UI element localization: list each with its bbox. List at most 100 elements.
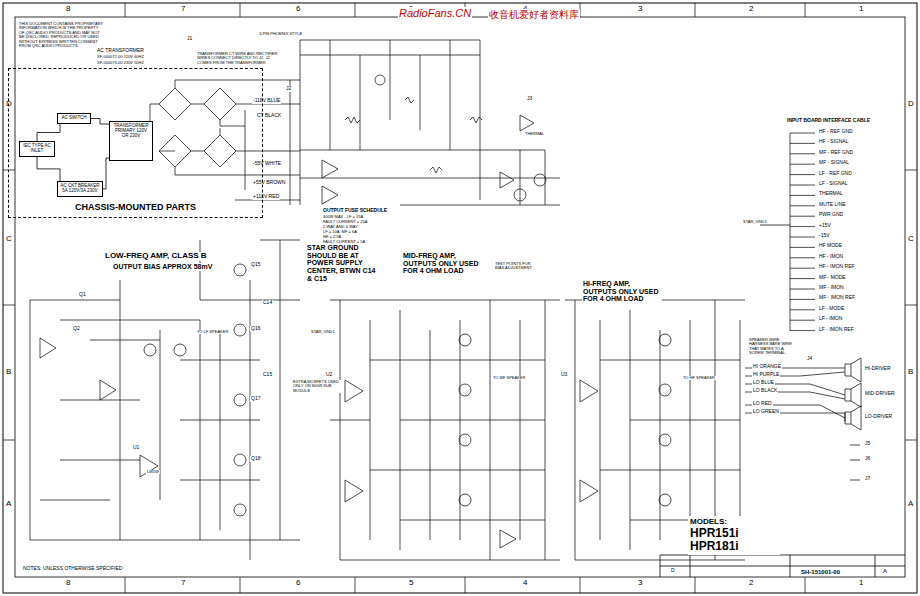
grid-reference: 6 (295, 5, 301, 14)
note-text: STAR GROUND SHOULD BE AT POWER SUPPLY CE… (306, 244, 380, 282)
chassis-region: CHASSIS-MOUNTED PARTS IEC TYPE AC INLET AC… (8, 68, 263, 218)
cable-pin-name: -15V (818, 233, 831, 239)
model-names: MODELS: (690, 518, 778, 527)
note-text: C14 (262, 300, 273, 306)
cable-pin-name: LF - MODE (818, 306, 845, 312)
note-text: OUTPUT FUSE SCHEDULE (322, 208, 388, 214)
wire-connector (91, 119, 109, 125)
wire-color: LO GREEN (752, 409, 780, 415)
cable-pin-name: HF MODE (818, 243, 843, 249)
part-reference: Q18 (250, 456, 261, 462)
wire-color: LO RED (752, 401, 773, 407)
grid-reference: 2 (748, 579, 754, 588)
note-text: A (882, 568, 888, 575)
note-text: LO-DRIVER (864, 414, 893, 420)
note-text: TEST POINTS FOR BIAS ADJUSTMENT (494, 262, 536, 271)
grid-reference: 1 (858, 579, 864, 588)
note-text: TO LF SPEAKER (196, 330, 229, 334)
title-block: MODELS:HPR151i HPR181i (688, 516, 780, 555)
note-text: OUTPUT BIAS APPROX 58mV (112, 263, 213, 271)
cable-pin-name: MF - SIGNAL (818, 160, 850, 166)
part-reference: Q17 (250, 396, 261, 402)
note-text: 2-WAY AND 3-WAY (322, 225, 359, 229)
grid-reference: 8 (65, 5, 71, 14)
note-text: THERMAL (524, 132, 545, 136)
cable-pin-name: LF - REF GND (818, 171, 853, 177)
note-text: -118V BLUE (252, 98, 281, 104)
note-text: SPEAKER WIRE HARNESS BARE WIRE THAT MATE… (748, 338, 795, 356)
grid-reference: 4 (522, 579, 528, 588)
box-label: TRANSFORMER PRIMARY 120V OR 230V (112, 124, 150, 139)
cable-pin-name: HF - REF GND (818, 129, 854, 135)
wire-color: LO BLACK (752, 388, 778, 394)
box-label: IEC TYPE AC INLET (22, 144, 52, 154)
note-text: HF = 2.5A (322, 235, 342, 239)
grid-reference: 3 (637, 579, 643, 588)
note-text: LF = 10A, MF = 6A (322, 230, 358, 234)
part-reference: U3 (560, 372, 568, 378)
grid-reference: A (907, 500, 914, 509)
cable-pin-name: LF - IMON (818, 316, 843, 322)
part-reference: LM339 (146, 470, 160, 474)
note-text: XF-000073-00 230V 50HZ (96, 61, 145, 65)
note-text: D (670, 568, 676, 574)
cable-pin-name: MF - IMON REF (818, 295, 856, 301)
grid-reference: 1 (858, 5, 864, 14)
part-reference: Q15 (250, 262, 261, 268)
wire-color: LO BLUE (752, 380, 775, 386)
cable-pin-name: MF - MODE (818, 275, 847, 281)
cable-pin-name: HF - SIGNAL (818, 139, 849, 145)
grid-reference: 5 (408, 579, 414, 588)
note-text: FAULT CURRENT = 25A (322, 220, 368, 224)
note-text: TRANSFORMER CT WIRE AND RECTIFIER WIRES … (196, 52, 283, 65)
note-text: XF-000072-00 120V 60HZ (96, 55, 145, 59)
cable-pin-name: PWR GND (818, 212, 844, 218)
part-reference: Q1 (78, 292, 87, 298)
box-label: AC CKT BREAKER 5A 120V/3A 230V (60, 184, 100, 194)
grid-reference: B (5, 368, 12, 377)
wire-connector (103, 158, 109, 189)
grid-reference: 7 (180, 579, 186, 588)
part-reference: J7 (864, 476, 871, 482)
note-text: EXTRA MOSFETS USED ONLY ON 800W SUB MODU… (292, 380, 342, 393)
watermark: 收音机爱好者资料库 (488, 9, 580, 20)
cable-pin-name: +15V (818, 223, 832, 229)
model-names: HPR151i HPR181i (690, 527, 778, 553)
note-text: THIS DOCUMENT CONTAINS PROPRIETARY INFOR… (18, 22, 105, 48)
cable-pin-name: HF - IMON (818, 254, 844, 260)
transformer-box: TRANSFORMER PRIMARY 120V OR 230V (109, 121, 153, 161)
connector-box: IEC TYPE AC INLET (19, 141, 55, 157)
part-reference: J3 (526, 96, 533, 102)
grid-reference: 2 (748, 5, 754, 14)
switch-box: AC SWITCH (57, 113, 91, 124)
part-reference: J1 (186, 36, 193, 42)
note-text: 3-PIN PHOENIX STYLE (258, 32, 303, 36)
note-text: CT BLACK (256, 113, 282, 119)
note-text: C15 (262, 372, 273, 378)
note-text: NOTES: UNLESS OTHERWISE SPECIFIED (22, 566, 123, 572)
region-heading: CHASSIS-MOUNTED PARTS (49, 203, 222, 213)
note-text: +118V RED (252, 194, 280, 200)
cable-pin-name: LF - IMON REF (818, 327, 855, 333)
part-reference: J4 (806, 356, 813, 362)
wire-color: HI ORANGE (752, 364, 782, 370)
note-text: 400W MAX - LF = 15A (322, 215, 364, 219)
note-text: INPUT BOARD INTERFACE CABLE (786, 118, 871, 124)
cable-pin-name: MUTE LINE (818, 202, 847, 208)
note-text: HI-FREQ AMP, OUTPUTS ONLY USED FOR 4 OHM… (582, 280, 662, 303)
note-text: STAR_GND1 (310, 330, 336, 334)
grid-reference: 8 (65, 579, 71, 588)
note-text: MID-FREQ AMP, OUTPUTS ONLY USED FOR 4 OH… (402, 252, 482, 275)
part-reference: J5 (864, 441, 871, 447)
box-label: AC SWITCH (60, 116, 88, 121)
grid-reference: C (5, 235, 13, 244)
note-text: TO HF SPEAKER (682, 376, 716, 380)
note-text: MID-DRIVER (864, 391, 896, 397)
note-text: LOW-FREQ AMP, CLASS B (104, 252, 208, 261)
wire-connector (37, 157, 60, 181)
grid-reference: 6 (295, 579, 301, 588)
part-reference: J6 (864, 456, 871, 462)
